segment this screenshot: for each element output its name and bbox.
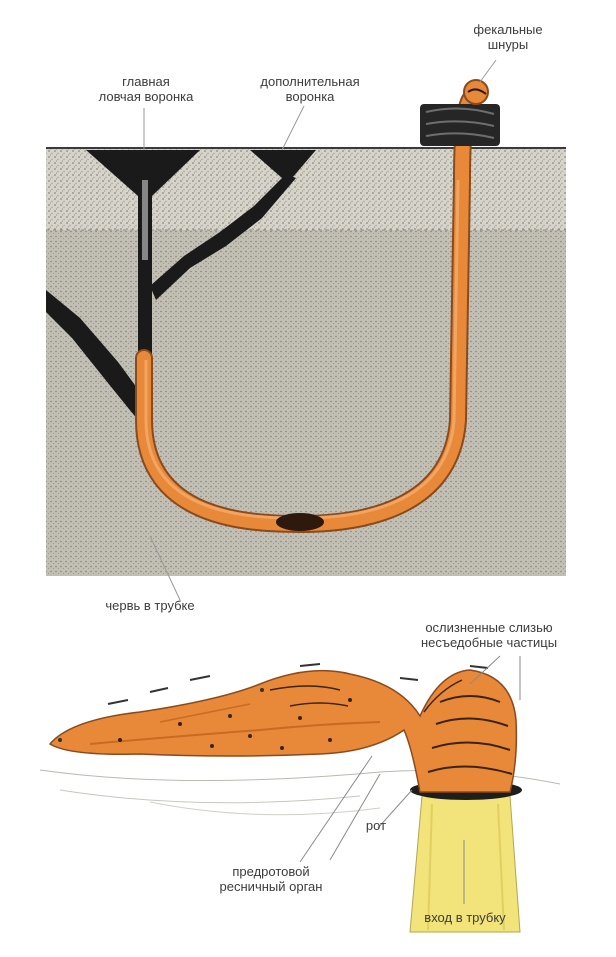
label-preoral-organ: предротовой ресничный орган bbox=[196, 864, 346, 894]
label-extra-funnel-line2: воронка bbox=[240, 89, 380, 104]
label-slime-particles: ослизненные слизью несъедобные частицы bbox=[394, 620, 584, 650]
label-worm-in-tube: червь в трубке bbox=[60, 598, 240, 613]
label-extra-funnel-line1: дополнительная bbox=[240, 74, 380, 89]
label-extra-funnel: дополнительная воронка bbox=[240, 74, 380, 104]
label-worm-in-tube-text: червь в трубке bbox=[60, 598, 240, 613]
label-tube-entrance-text: вход в трубку bbox=[400, 910, 530, 925]
sediment-block bbox=[46, 148, 566, 576]
label-preoral-organ-line1: предротовой bbox=[196, 864, 346, 879]
label-fecal-cords-line1: фекальные bbox=[448, 22, 568, 37]
label-tube-entrance: вход в трубку bbox=[400, 910, 530, 925]
label-mouth: рот bbox=[356, 818, 396, 833]
label-main-funnel: главная ловчая воронка bbox=[76, 74, 216, 104]
label-slime-particles-line2: несъедобные частицы bbox=[394, 635, 584, 650]
label-main-funnel-line2: ловчая воронка bbox=[76, 89, 216, 104]
label-mouth-text: рот bbox=[356, 818, 396, 833]
label-fecal-cords-line2: шнуры bbox=[448, 37, 568, 52]
fecal-cords bbox=[420, 80, 500, 146]
detail-worm bbox=[50, 664, 516, 792]
label-fecal-cords: фекальные шнуры bbox=[448, 22, 568, 52]
label-slime-particles-line1: ослизненные слизью bbox=[394, 620, 584, 635]
label-preoral-organ-line2: ресничный орган bbox=[196, 879, 346, 894]
label-main-funnel-line1: главная bbox=[76, 74, 216, 89]
